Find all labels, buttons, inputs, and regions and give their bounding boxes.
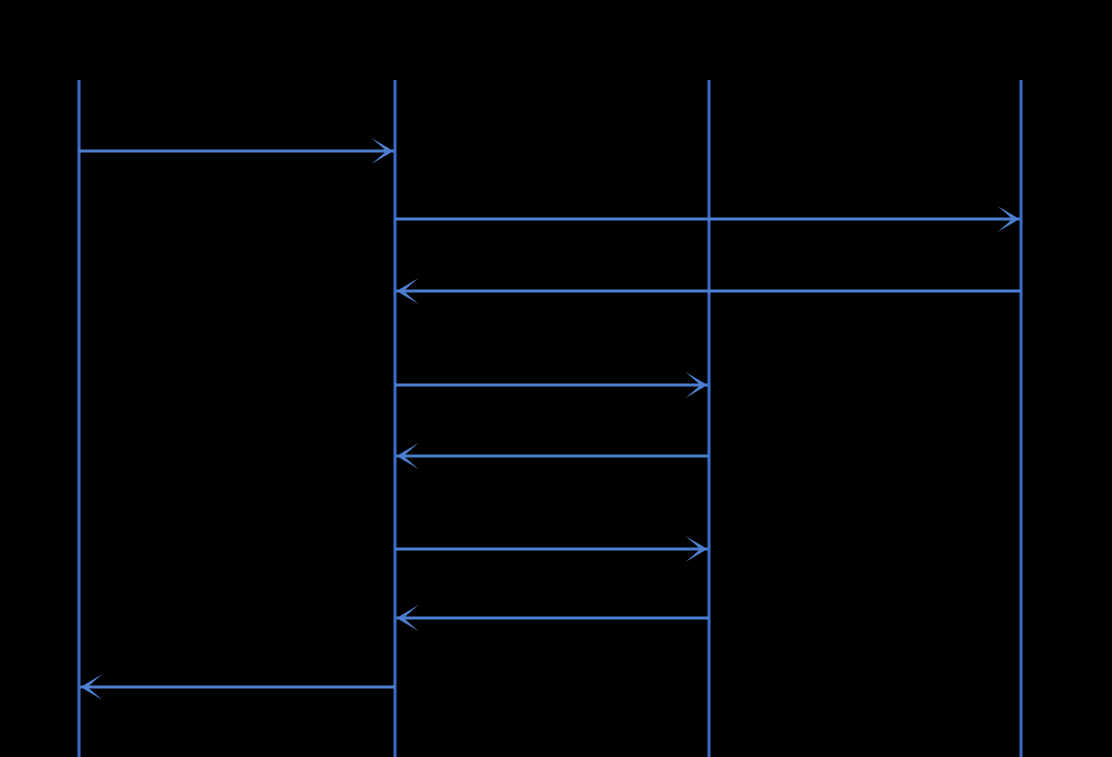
message-1[interactable] [79, 138, 394, 164]
message-2[interactable] [395, 206, 1020, 232]
message-arrowhead-2 [997, 206, 1020, 232]
message-arrowhead-5 [396, 443, 419, 469]
message-arrowhead-4 [685, 372, 708, 398]
message-6[interactable] [395, 536, 708, 562]
message-4[interactable] [395, 372, 708, 398]
message-arrowhead-3 [396, 278, 419, 304]
message-arrowhead-1 [371, 138, 394, 164]
message-8[interactable] [80, 674, 396, 700]
messages-group [79, 138, 1021, 700]
message-arrowhead-7 [396, 605, 419, 631]
message-arrowhead-8 [80, 674, 103, 700]
message-7[interactable] [396, 605, 710, 631]
message-arrowhead-6 [685, 536, 708, 562]
message-5[interactable] [396, 443, 710, 469]
lifelines-group [77, 80, 1023, 757]
message-3[interactable] [396, 278, 1022, 304]
